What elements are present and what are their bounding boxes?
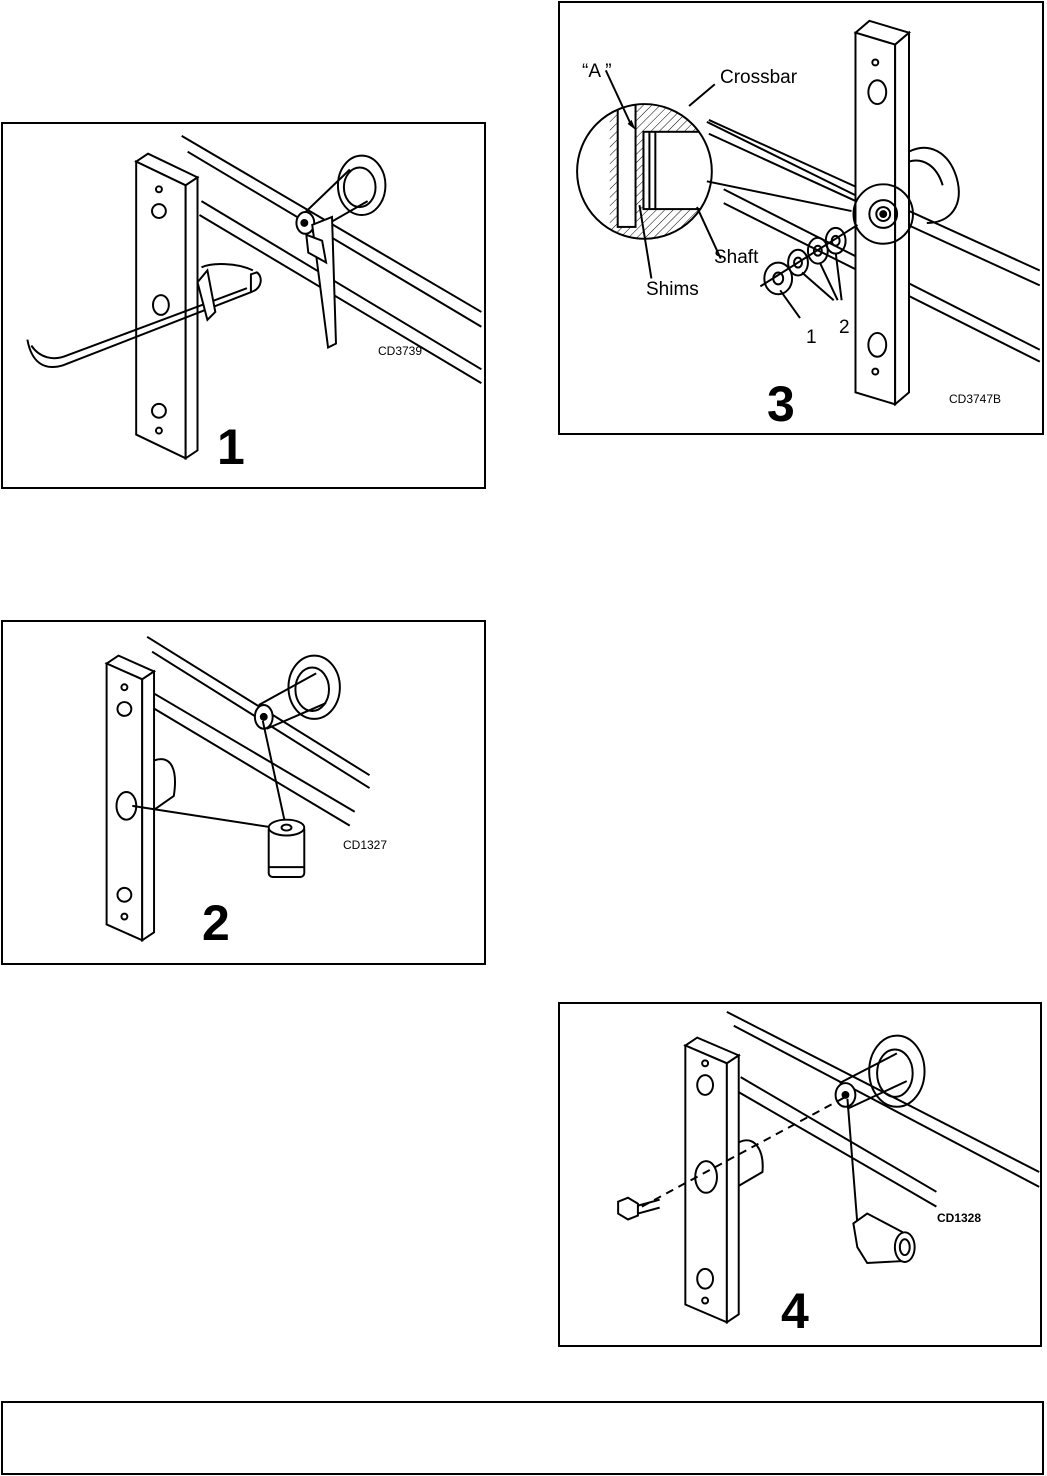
figure-3: “A ” Crossbar Shaft Shims 1 2 CD3747B 3 bbox=[558, 1, 1044, 435]
callout-1: 1 bbox=[806, 327, 817, 348]
figure-4-illustration bbox=[617, 1011, 1040, 1325]
figure-1-code: CD3739 bbox=[378, 344, 423, 358]
figure-1-illustration bbox=[26, 135, 482, 461]
detail-a-label: “A ” bbox=[582, 61, 612, 82]
figure-3-number: 3 bbox=[767, 376, 795, 432]
figure-2-number: 2 bbox=[202, 895, 230, 951]
figure-1-number: 1 bbox=[217, 419, 245, 475]
figure-3-code: CD3747B bbox=[949, 392, 1002, 406]
shaft-label: Shaft bbox=[714, 247, 759, 268]
figure-2-code: CD1327 bbox=[343, 838, 388, 852]
figure-3-illustration bbox=[576, 19, 1041, 407]
shims-label: Shims bbox=[646, 279, 699, 300]
figure-4: CD1328 4 bbox=[558, 1002, 1042, 1347]
figure-2: CD1327 2 bbox=[1, 620, 486, 965]
figure-4-code: CD1328 bbox=[937, 1211, 982, 1225]
callout-2: 2 bbox=[839, 317, 850, 338]
figure-2-illustration bbox=[104, 635, 371, 943]
footer-box bbox=[1, 1401, 1044, 1475]
figure-1: CD3739 1 bbox=[1, 122, 486, 489]
figure-4-number: 4 bbox=[781, 1283, 809, 1339]
crossbar-label: Crossbar bbox=[720, 67, 798, 88]
